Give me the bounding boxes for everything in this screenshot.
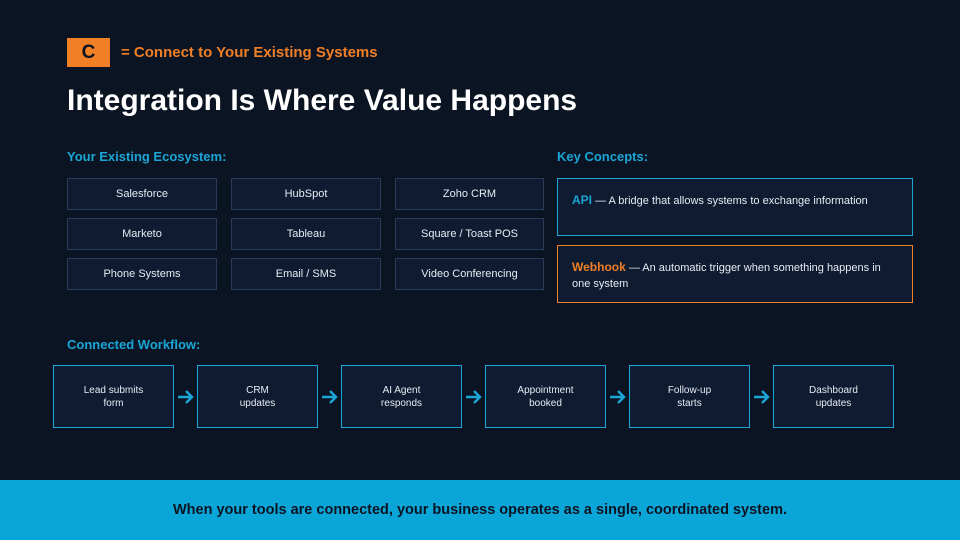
- ecosystem-tile: Square / Toast POS: [395, 218, 544, 250]
- footer-text: When your tools are connected, your busi…: [172, 502, 787, 518]
- ecosystem-tile: Marketo: [67, 218, 217, 250]
- key-concepts-heading: Key Concepts:: [557, 149, 649, 164]
- workflow-step: Dashboard updates: [773, 365, 894, 428]
- workflow-step: Follow-up starts: [629, 365, 750, 428]
- workflow-step: AI Agent responds: [341, 365, 462, 428]
- footer-banner: When your tools are connected, your busi…: [0, 480, 960, 540]
- ecosystem-tile: Phone Systems: [67, 258, 217, 290]
- section-caption: = Connect to Your Existing Systems: [121, 44, 378, 61]
- ecosystem-tile: Salesforce: [67, 178, 217, 210]
- webhook-concept-card: Webhook — An automatic trigger when some…: [557, 245, 913, 303]
- arrow-right-icon: [174, 365, 197, 428]
- ecosystem-tile: Video Conferencing: [395, 258, 544, 290]
- arrow-right-icon: [606, 365, 629, 428]
- slide-title: Integration Is Where Value Happens: [67, 84, 578, 117]
- ecosystem-heading: Your Existing Ecosystem:: [67, 149, 227, 164]
- section-letter-badge: C: [67, 38, 110, 67]
- workflow-step: CRM updates: [197, 365, 318, 428]
- arrow-right-icon: [318, 365, 341, 428]
- webhook-description: — An automatic trigger when something ha…: [572, 262, 881, 290]
- arrow-right-icon: [462, 365, 485, 428]
- webhook-term: Webhook: [572, 260, 626, 274]
- api-term: API: [572, 193, 593, 207]
- ecosystem-tile: Tableau: [231, 218, 381, 250]
- workflow-heading: Connected Workflow:: [67, 337, 201, 352]
- workflow-step: Lead submits form: [53, 365, 174, 428]
- ecosystem-tile: Zoho CRM: [395, 178, 544, 210]
- arrow-right-icon: [750, 365, 773, 428]
- ecosystem-tile: HubSpot: [231, 178, 381, 210]
- ecosystem-tile: Email / SMS: [231, 258, 381, 290]
- workflow-step: Appointment booked: [485, 365, 606, 428]
- workflow-diagram: Lead submits form CRM updates AI Agent r…: [53, 365, 894, 428]
- section-badge-row: C = Connect to Your Existing Systems: [67, 38, 378, 67]
- api-description: — A bridge that allows systems to exchan…: [592, 195, 868, 207]
- api-concept-card: API — A bridge that allows systems to ex…: [557, 178, 913, 236]
- ecosystem-grid: Salesforce HubSpot Zoho CRM Marketo Tabl…: [67, 178, 544, 290]
